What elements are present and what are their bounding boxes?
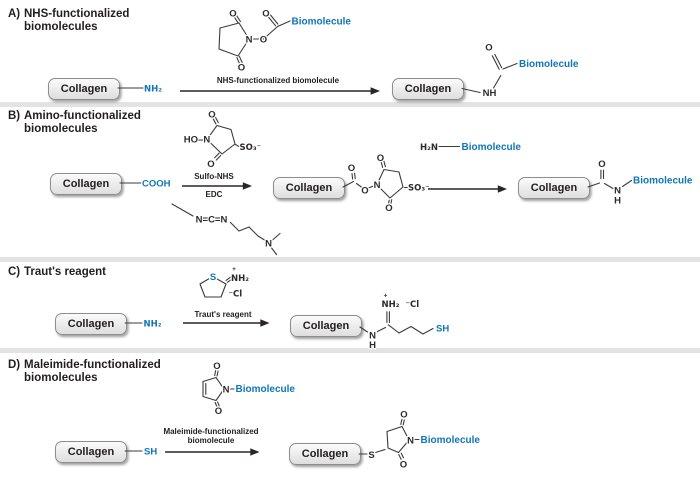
sulfonate-group-label: SO₃⁻ [408,184,430,194]
sulfo-nhs-structure [207,115,240,161]
sulfonate-group-label: SO₃⁻ [240,143,262,153]
atom-s: S [368,450,374,461]
atom-n: N [223,384,230,395]
biomolecule-label: Biomolecule [236,384,296,395]
thiol-group-label: SH [144,446,157,457]
panel-a-title: A)NHS-functionalized biomolecules [8,8,129,34]
atom-n: N [407,435,414,446]
trauts-reagent-structure [199,275,234,298]
reaction-arrow-c [183,319,270,327]
collagen-box: Collagen [273,177,345,199]
atom-o: O [598,159,605,170]
edc-structure [171,203,281,256]
collagen-box: Collagen [55,441,127,463]
product-b-structure [587,169,633,190]
arrow-b1-label-bottom: EDC [205,190,223,199]
iminium-group-label: NH₂ [231,274,249,284]
chloride-label: ⁻Cl [406,300,420,310]
atom-o: O [400,410,407,421]
panel-a-title-line2: biomolecules [24,21,98,33]
panel-b-title: B)Amino-functionalized biomolecules [8,110,141,136]
panel-separator [0,348,700,353]
plus-charge: + [232,266,236,273]
product-c-structure [359,311,434,335]
atom-h: H [614,195,621,206]
atom-o: O [213,361,220,372]
reaction-arrow-b2 [428,185,507,193]
atom-n: N [369,330,376,341]
panel-d-title-line2: biomolecules [24,372,98,384]
panel-c-marker: C) [8,266,21,278]
atom-o: O [400,459,407,470]
panel-c-title: C)Traut's reagent [8,266,106,279]
arrow-a-label: NHS-functionalized biomolecule [216,76,340,85]
iminium-group-label: NH₂ [382,300,400,310]
panel-a-marker: A) [8,8,21,20]
collagen-box: Collagen [289,443,361,465]
activated-ester-intermediate-structure [342,160,409,205]
collagen-box: Collagen [48,78,120,100]
collagen-box: Collagen [55,313,127,335]
panel-b-title-line1: Amino-functionalized [24,110,141,122]
atom-s: S [210,272,216,283]
panel-b-marker: B) [8,110,21,122]
amine-group-label: NH₂ [144,320,162,330]
atom-o: O [361,185,368,196]
panel-c-title-line1: Traut's reagent [24,266,106,278]
product-d-structure [358,418,420,460]
atom-o: O [377,153,384,164]
collagen-box: Collagen [518,177,590,199]
chloride-label: ⁻Cl [229,289,243,299]
hydroxylamine-label: HO–N [184,134,211,145]
atom-o: O [262,8,269,19]
atom-o: O [207,159,214,170]
arrow-b1-label-top: Sulfo-NHS [194,172,234,181]
atom-o: O [348,163,355,174]
reaction-arrow-a [180,87,380,95]
amine-biomolecule-label: H₂N [420,143,438,153]
atom-o: O [215,406,222,417]
biomolecule-label: Biomolecule [421,435,481,446]
atom-o: O [260,34,267,45]
atom-o: O [485,42,492,53]
panel-b-title-line2: biomolecules [24,123,98,135]
maleimide-structure [202,370,235,408]
atom-o: O [238,63,245,74]
atom-nh: NH [483,88,497,99]
atom-n: N [374,180,381,191]
panel-d-title-line1: Maleimide-functionalized [24,359,161,371]
plus-charge: + [384,292,388,299]
atom-n: N [265,239,272,250]
collagen-box: Collagen [290,315,362,337]
carboxyl-group-label: COOH [142,178,171,189]
thiol-group-label: SH [436,323,449,334]
carbodiimide-label: N=C=N [196,214,228,225]
atom-h: H [369,340,376,351]
panel-separator [0,102,700,107]
panel-d-marker: D) [8,359,21,371]
atom-n: N [614,185,621,196]
arrow-d-label-line1: Maleimide-functionalized [163,427,259,436]
product-a-structure [461,53,518,94]
arrow-d-label-line2: biomolecule [187,436,235,445]
atom-o: O [208,109,215,120]
panel-separator [0,257,700,262]
nhs-ester-structure [218,14,291,65]
biomolecule-label: Biomolecule [462,142,522,153]
biomolecule-label: Biomolecule [292,17,352,28]
biomolecule-label: Biomolecule [519,59,579,70]
reaction-arrow-b1 [182,182,252,190]
arrow-c-label: Traut's reagent [194,310,252,319]
atom-n: N [246,34,253,45]
panel-a-title-line1: NHS-functionalized [24,8,130,20]
atom-o: O [229,8,236,19]
reaction-arrow-d [165,448,260,456]
panel-d-title: D)Maleimide-functionalized biomolecules [8,359,161,385]
biomolecule-label: Biomolecule [633,176,693,187]
atom-o: O [385,203,392,214]
amine-group-label: NH₂ [144,85,162,95]
collagen-box: Collagen [50,173,122,195]
